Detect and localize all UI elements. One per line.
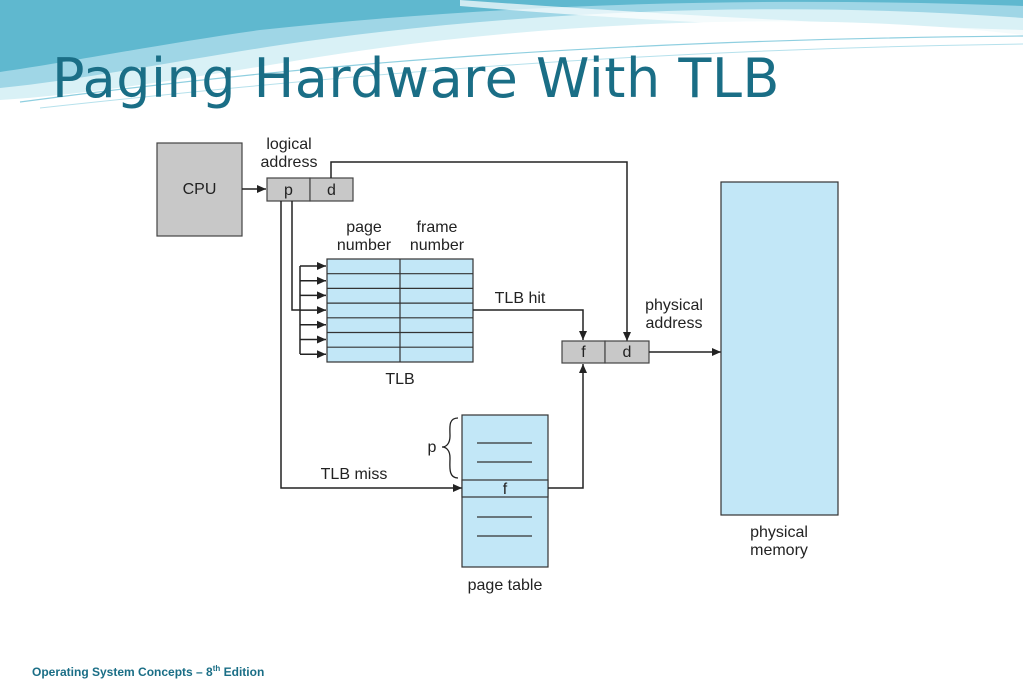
footer-superscript: th (212, 664, 221, 673)
cpu-label: CPU (183, 181, 217, 198)
page-table-p-brace (441, 417, 459, 479)
physical-address-label-line1: physical (645, 297, 703, 314)
tlb-search-arrows (300, 262, 326, 359)
footer-prefix: Operating System Concepts – 8 (32, 665, 213, 679)
logical-address-p-label: p (284, 182, 293, 199)
tlb-table (326, 258, 474, 363)
wave-band-dark (0, 0, 1023, 72)
tlb-miss-arrow (280, 201, 462, 492)
logical-address-label-line2: address (261, 154, 318, 171)
wave-thin-line-1 (19, 35, 1023, 103)
physical-memory-box (720, 181, 839, 516)
frame-number-header-line2: number (410, 237, 465, 254)
tlb-miss-label: TLB miss (321, 466, 388, 483)
page-number-header-line1: page (346, 219, 382, 236)
offset-d-arrow (330, 161, 631, 341)
physical-address-label-line2: address (646, 315, 703, 332)
frame-number-header-line1: frame (417, 219, 458, 236)
page-table-label: page table (468, 577, 543, 594)
page-number-header-line2: number (337, 237, 392, 254)
wave-thin-line-2 (39, 43, 1023, 109)
header-wave-decoration (0, 0, 1023, 109)
physical-memory-label-line1: physical (750, 524, 808, 541)
slide-footer: Operating System Concepts – 8th Edition (32, 664, 264, 679)
page-table-f-label: f (503, 481, 508, 498)
physical-address-d-label: d (623, 344, 632, 361)
wave-white-streak (460, 0, 1023, 36)
footer-suffix: Edition (220, 665, 265, 679)
p-to-tlb-bus (291, 201, 300, 311)
tlb-hit-label: TLB hit (495, 290, 546, 307)
logical-address-label-line1: logical (266, 136, 311, 153)
tlb-hit-arrow (473, 309, 587, 340)
tlb-label: TLB (385, 371, 414, 388)
page-table-to-frame-arrow (548, 364, 587, 489)
physical-address-f-label: f (581, 344, 586, 361)
slide-title: Paging Hardware With TLB (52, 47, 780, 110)
physical-memory-label-line2: memory (750, 542, 808, 559)
page-table-p-label: p (428, 439, 437, 456)
logical-address-d-label: d (327, 182, 336, 199)
